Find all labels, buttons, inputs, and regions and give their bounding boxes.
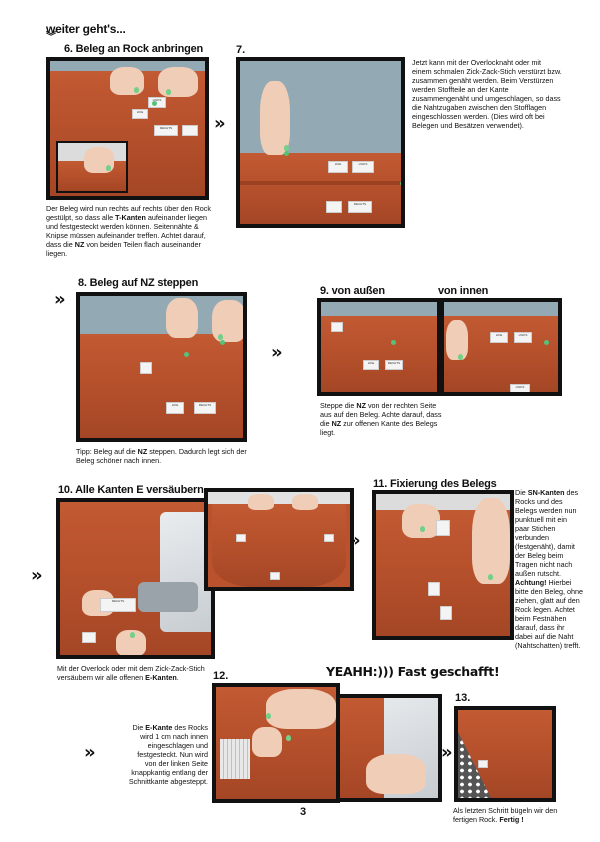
label-tag: RECHTS [348,201,372,213]
label-tag [324,534,334,542]
label-tag [140,362,152,374]
step12-caption: Die E-Kante des Rocks wird 1 cm nach inn… [128,723,208,786]
label-tag: LIKE [166,402,184,414]
label-tag [182,125,198,136]
step13-photo [454,706,556,802]
step13-number: 13. [455,692,471,704]
step11-title: 11. Fixierung des Belegs [373,478,497,490]
step12-number: 12. [213,670,229,682]
next-arrow-icon: » [54,289,65,310]
next-arrow-icon: » [271,342,282,363]
next-arrow-icon: » [31,565,42,586]
label-tag [236,534,246,542]
step8-caption: Tipp: Beleg auf die NZ steppen. Dadurch … [76,447,247,465]
next-arrow-icon: » [349,530,360,551]
page-number: 3 [300,806,307,818]
label-tag: RECHTS [154,125,178,136]
step9-title-inside: von innen [438,285,489,297]
step11-caption: Die SN-Kanten des Rocks und des Belegs w… [515,488,583,650]
label-tag: LINKS [510,384,530,392]
label-tag [428,582,440,596]
step7-photo: LIKE LINKS RECHTS [236,57,405,228]
step10-caption: Mit der Overlock oder mit dem Zick-Zack-… [57,664,205,682]
step12-photo [212,683,340,803]
label-tag: LIKE [490,332,508,343]
chevron-down-icon: ︾ [46,32,56,43]
step8-photo: LIKE RECHTS [76,292,247,442]
label-tag: LINKS [514,332,532,343]
step8-title: 8. Beleg auf NZ steppen [78,277,199,289]
label-tag: LINKS [352,161,374,173]
step9-title-outside: 9. von außen [320,285,385,297]
label-tag [478,760,488,768]
label-tag: LIKE [132,109,148,119]
page-header: weiter geht's... [46,22,126,36]
label-tag: LIKE [328,161,348,173]
celebration-text: YEAHH:))) Fast geschafft! [326,664,500,679]
label-tag [82,632,96,643]
next-arrow-icon: » [214,113,225,134]
step9-outside-photo: LIKE RECHTS [317,298,441,396]
step11-photo [372,490,514,640]
step10-photo: RECHTS [56,498,215,659]
step6-detail-photo [56,141,128,193]
step10-title: 10. Alle Kanten E versäubern [58,484,204,496]
label-tag [270,572,280,580]
next-arrow-icon: » [441,742,452,763]
label-tag [331,322,343,332]
step9-caption: Steppe die NZ von der rechten Seite aus … [320,401,442,437]
label-tag: LIKE [363,360,379,370]
step13-caption: Als letzten Schritt bügeln wir den ferti… [453,806,558,824]
step12-machine-photo [336,694,442,802]
label-tag: RECHTS [100,598,136,612]
step6-caption: Der Beleg wird nun rechts auf rechts übe… [46,204,211,258]
label-tag: RECHTS [385,360,403,370]
step7-caption: Jetzt kann mit der Overlocknaht oder mit… [412,58,562,130]
label-tag [326,201,342,213]
label-tag [436,520,450,536]
step7-number: 7. [236,44,246,56]
step10-overview-photo [204,488,354,591]
step6-title: 6. Beleg an Rock anbringen [64,43,204,55]
label-tag: LINKS [148,97,166,108]
step6-photo: LINKS LIKE RECHTS [46,57,209,200]
next-arrow-icon: » [84,742,95,763]
label-tag: RECHTS [194,402,216,414]
step9-inside-photo: LIKE LINKS LINKS [440,298,562,396]
label-tag [440,606,452,620]
